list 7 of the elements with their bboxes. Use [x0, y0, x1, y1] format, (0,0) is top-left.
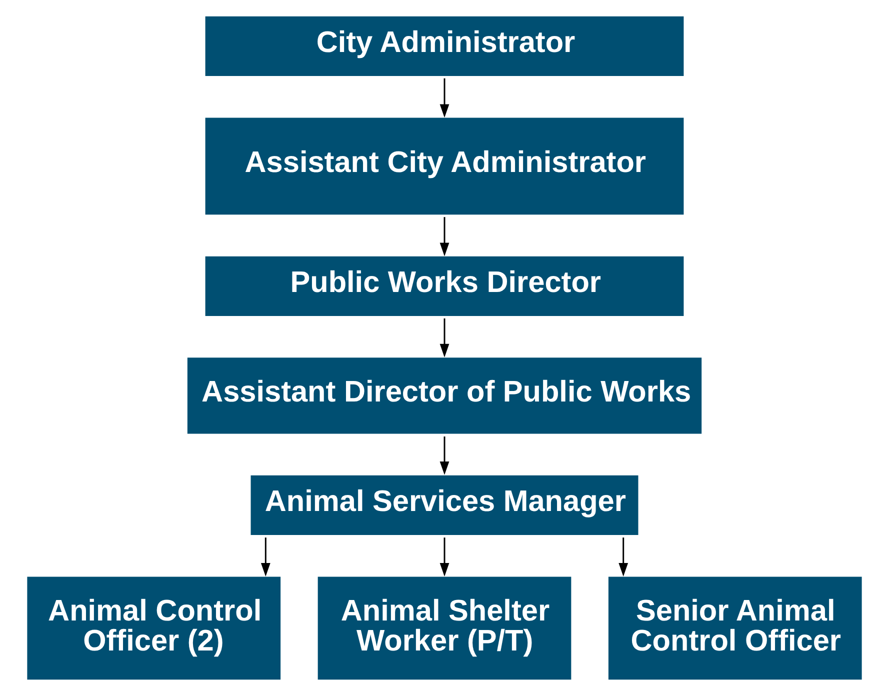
arrow	[440, 78, 450, 118]
arrow	[440, 436, 450, 475]
arrow	[440, 217, 450, 256]
arrow	[440, 318, 450, 358]
arrow	[260, 538, 270, 576]
arrow	[618, 538, 628, 576]
arrow	[440, 538, 450, 576]
